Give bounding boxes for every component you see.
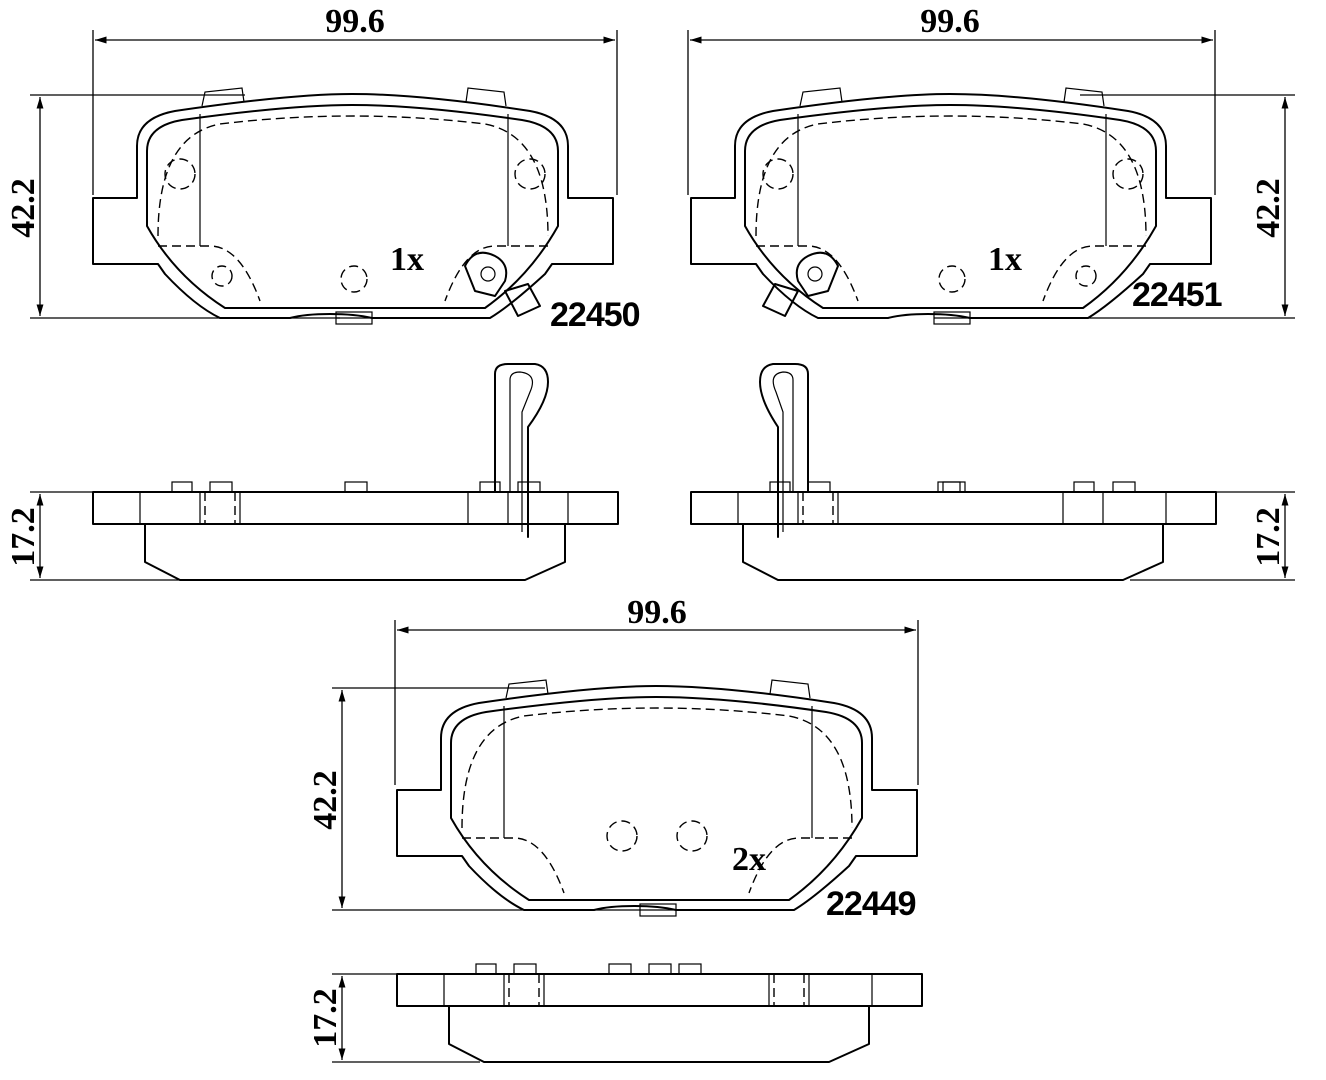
pad-22449-thickness-label: 17.2 xyxy=(307,988,344,1048)
pad-22450-side-view xyxy=(92,363,619,581)
pad-22450-front-view xyxy=(92,87,614,325)
pad-22450-width-label: 99.6 xyxy=(325,3,385,40)
pad-22449-front-view xyxy=(396,679,918,917)
pad-22451-side-view xyxy=(690,363,1217,581)
pad-22450-quantity: 1x xyxy=(390,241,424,278)
pad-22451-height-label: 42.2 xyxy=(1250,178,1287,238)
pad-22450-thickness-dimension: 17.2 xyxy=(5,491,180,581)
pad-22450-height-label: 42.2 xyxy=(5,178,42,238)
pad-22449-height-label: 42.2 xyxy=(307,770,344,830)
pad-22451-height-dimension: 42.2 xyxy=(985,94,1295,319)
pad-22449-part-number: 22449 xyxy=(826,885,916,923)
pad-22449-height-dimension: 42.2 xyxy=(307,687,640,911)
pad-22449-side-view xyxy=(396,963,923,1063)
pad-22450-part-number: 22450 xyxy=(550,296,640,334)
pad-22449-quantity: 2x xyxy=(732,841,766,878)
pad-22451-thickness-label: 17.2 xyxy=(1250,507,1287,567)
pad-22449-thickness-dimension: 17.2 xyxy=(307,973,480,1063)
pad-22449-width-dimension: 99.6 xyxy=(394,594,919,785)
pad-22451-thickness-dimension: 17.2 xyxy=(1130,491,1295,581)
pad-22451-width-dimension: 99.6 xyxy=(687,3,1216,195)
pad-22451-part-number: 22451 xyxy=(1132,276,1222,314)
pad-22451-front-view xyxy=(690,87,1212,325)
pad-22451-width-label: 99.6 xyxy=(920,3,980,40)
pad-22451-quantity: 1x xyxy=(988,241,1022,278)
pad-22450-width-dimension: 99.6 xyxy=(92,3,618,195)
pad-22450-thickness-label: 17.2 xyxy=(5,507,42,567)
pad-22450-height-dimension: 42.2 xyxy=(5,94,340,319)
pad-22449-width-label: 99.6 xyxy=(627,594,687,631)
